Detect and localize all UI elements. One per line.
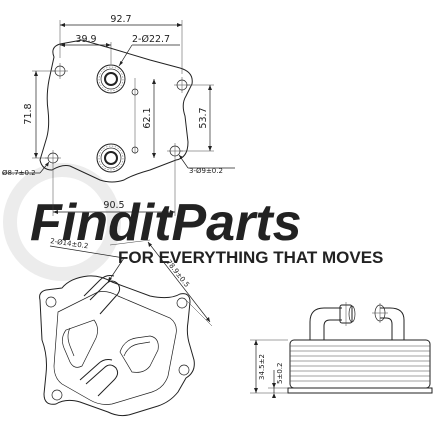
port-lower	[96, 143, 126, 173]
dim-width-bottom: 90.5	[52, 159, 176, 216]
top-view: 92.7 39.9 2-Ø22.7 71.8 62.1	[2, 14, 235, 216]
port-upper	[96, 64, 126, 94]
dim-side-height-label: 34.5±2	[258, 354, 266, 380]
watermark-tagline: FOR EVERYTHING THAT MOVES	[118, 248, 383, 267]
dim-hole-left-label: Ø8.7±0.2	[2, 169, 36, 177]
side-view: 34.5±2 5±0.2	[250, 302, 433, 398]
dim-port-spacing: 62.1	[142, 79, 156, 158]
dim-port-dia: 2-Ø22.7	[118, 34, 180, 67]
dim-port-dia-label: 2-Ø22.7	[132, 34, 170, 45]
iso-plate-outline	[39, 275, 195, 417]
dim-width-bottom-label: 90.5	[103, 200, 124, 211]
iso-hole-top-left	[45, 296, 57, 308]
dim-width-top: 92.7	[59, 14, 183, 74]
dim-height-left-label: 71.8	[23, 103, 34, 124]
dim-port-offset: 39.9	[60, 34, 112, 64]
dim-side-base-label: 5±0.2	[276, 363, 284, 384]
dim-holes-right-label: 3-Ø9±0.2	[189, 167, 223, 175]
watermark: FinditParts FOR EVERYTHING THAT MOVES	[3, 163, 383, 281]
side-tube-left	[309, 302, 356, 340]
iso-hole-bottom-left	[51, 389, 63, 401]
dim-height-left: 71.8	[23, 70, 56, 159]
dim-side-base: 5±0.2	[268, 363, 288, 398]
iso-tube-upper	[62, 275, 121, 368]
dim-holes-right: 3-Ø9±0.2	[178, 154, 235, 175]
dim-height-right: 53.7	[180, 84, 214, 152]
iso-hole-top-right	[176, 297, 188, 309]
dim-port-offset-label: 39.9	[75, 34, 96, 45]
iso-hole-bottom-right	[178, 364, 190, 376]
iso-tube-lower	[79, 335, 159, 397]
side-tube-right	[372, 303, 405, 340]
dim-width-top-label: 92.7	[110, 14, 131, 25]
dim-side-height: 34.5±2	[250, 339, 288, 394]
side-plate-stack	[287, 339, 433, 394]
watermark-brand: FinditParts	[30, 194, 302, 252]
watermark-ring	[3, 163, 121, 281]
dim-hole-left: Ø8.7±0.2	[2, 161, 50, 177]
top-plate-outline	[39, 39, 193, 183]
dim-height-right-label: 53.7	[198, 107, 209, 128]
dim-port-spacing-label: 62.1	[142, 107, 153, 128]
